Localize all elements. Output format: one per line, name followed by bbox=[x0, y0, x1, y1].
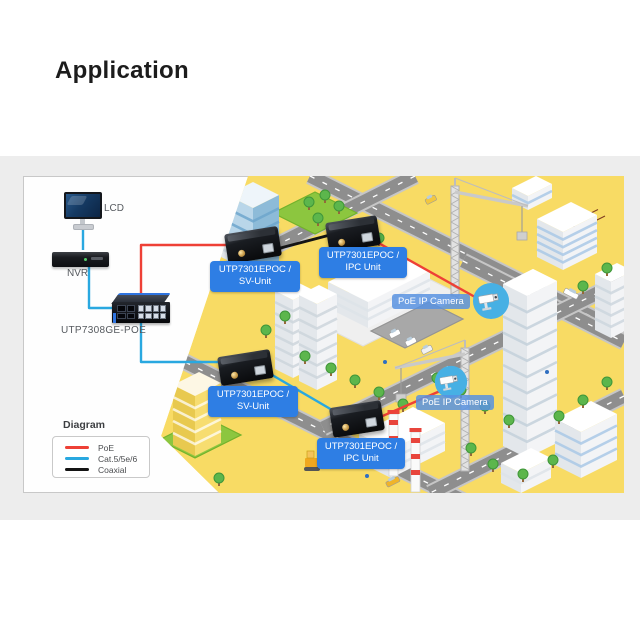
poe-switch-icon bbox=[111, 293, 171, 323]
rj45-ports bbox=[138, 305, 166, 319]
legend-title: Diagram bbox=[63, 419, 106, 431]
legend: PoE Cat.5/5e/6 Coaxial bbox=[52, 436, 150, 478]
rj45-port-icon bbox=[361, 231, 374, 243]
lcd-monitor-icon bbox=[64, 192, 104, 230]
poe-ip-camera-2-icon bbox=[434, 365, 468, 399]
rj45-port-icon bbox=[365, 416, 378, 428]
lcd-screen bbox=[64, 192, 102, 219]
bnc-port-icon bbox=[230, 371, 239, 380]
rj45-port-icon bbox=[254, 364, 267, 376]
sfp-ports bbox=[117, 305, 135, 319]
camera-2-label: PoE IP Camera bbox=[416, 395, 494, 410]
legend-row-cat5: Cat.5/5e/6 bbox=[65, 453, 149, 464]
bnc-port-icon bbox=[342, 423, 351, 432]
poe-swatch bbox=[65, 446, 89, 449]
ipc-unit-1-label: UTP7301EPOC / IPC Unit bbox=[319, 247, 407, 278]
poe-ip-camera-1-icon bbox=[472, 282, 510, 320]
camera-1-label: PoE IP Camera bbox=[392, 294, 470, 309]
ipc-unit-2-label: UTP7301EPOC / IPC Unit bbox=[317, 438, 405, 469]
legend-row-poe: PoE bbox=[65, 442, 149, 453]
legend-row-coaxial: Coaxial bbox=[65, 464, 149, 475]
rj45-port-icon bbox=[262, 242, 275, 254]
sv-unit-1-label: UTP7301EPOC / SV-Unit bbox=[210, 261, 300, 292]
coaxial-swatch bbox=[65, 468, 89, 471]
nvr-label: NVR bbox=[67, 268, 89, 279]
switch-label: UTP7308GE-POE bbox=[61, 325, 147, 336]
lcd-label: LCD bbox=[104, 203, 125, 214]
cat5-swatch bbox=[65, 457, 89, 460]
bnc-port-icon bbox=[237, 249, 246, 258]
page-title: Application bbox=[55, 57, 189, 84]
nvr-icon bbox=[52, 252, 109, 267]
bnc-port-icon bbox=[338, 238, 347, 247]
sv-unit-2-label: UTP7301EPOC / SV-Unit bbox=[208, 386, 298, 417]
